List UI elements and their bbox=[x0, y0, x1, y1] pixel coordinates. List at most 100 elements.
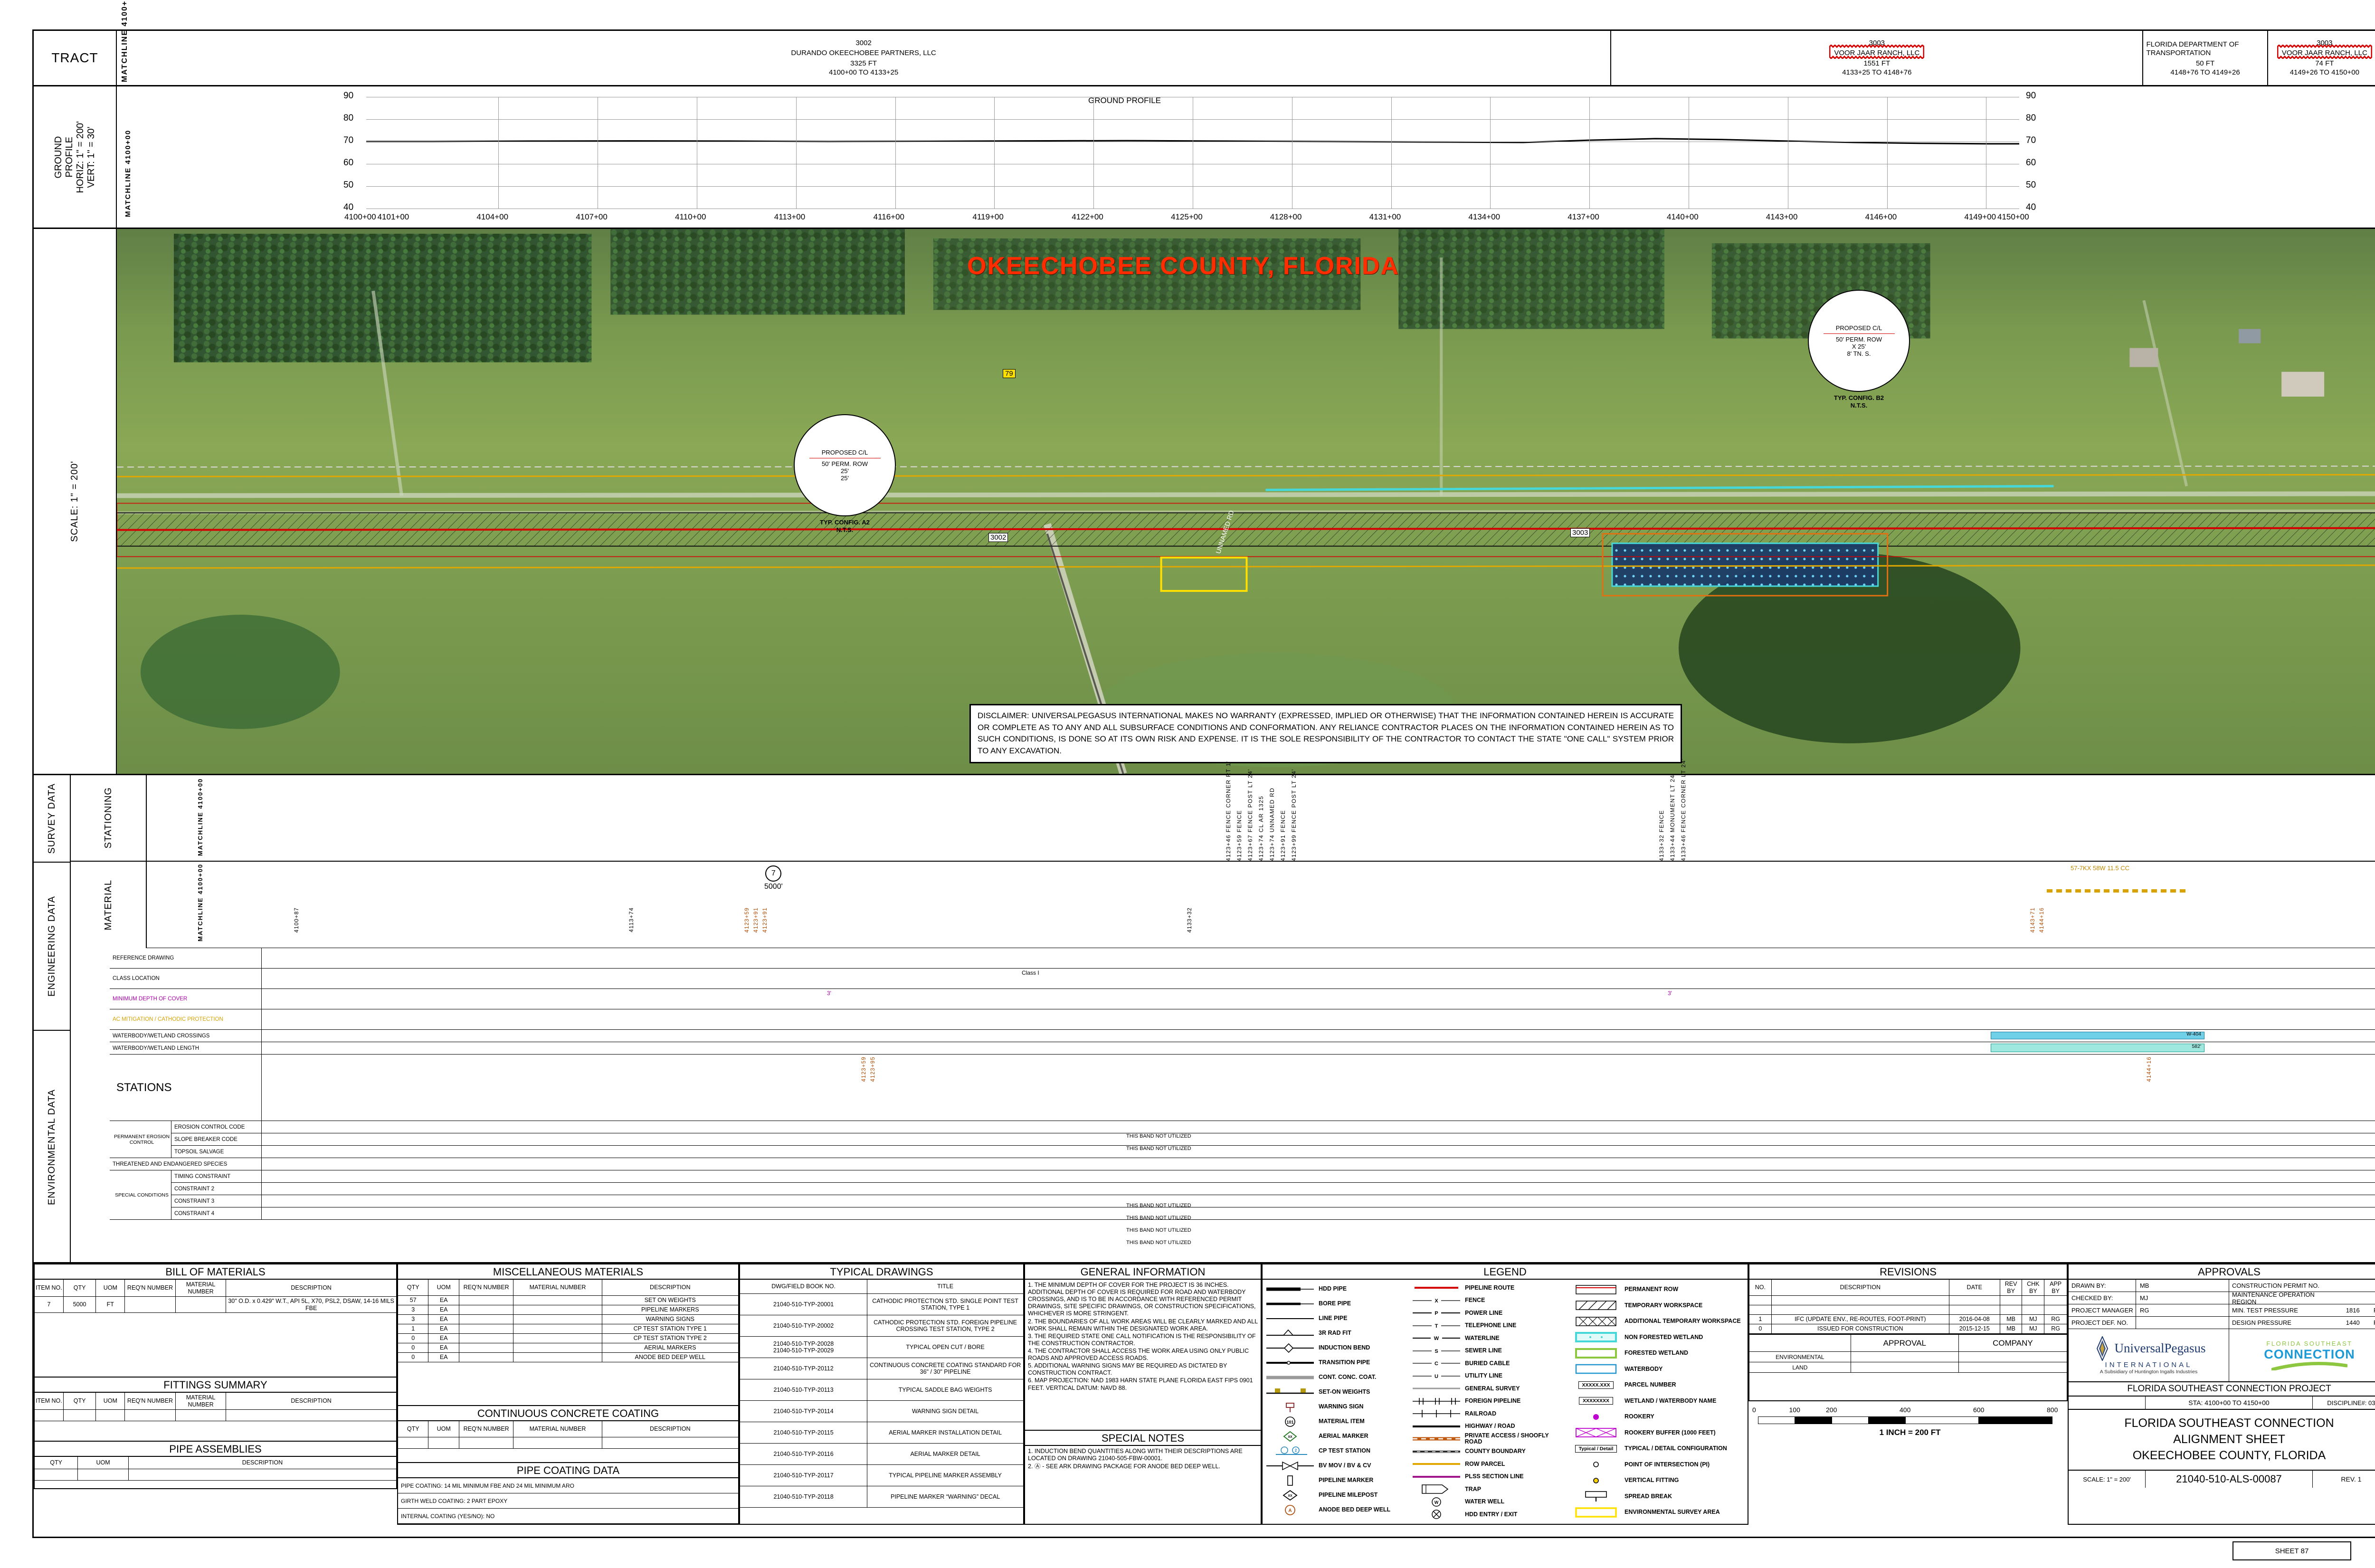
scale-bar-tick: 100 bbox=[1789, 1406, 1800, 1414]
svg-text:2: 2 bbox=[1295, 1448, 1297, 1453]
legend-label: CONT. CONC. COAT. bbox=[1319, 1373, 1377, 1380]
tract-length: 74 FT bbox=[2315, 59, 2334, 67]
material-item-callout: 7 5000' bbox=[764, 865, 783, 891]
legend-item: BORE PIPE bbox=[1264, 1296, 1407, 1311]
band-not-utilized-note: THIS BAND NOT UTILIZED bbox=[1126, 1146, 1191, 1151]
railroad-icon bbox=[1411, 1408, 1462, 1419]
legend-item: VERTICAL FITTING bbox=[1570, 1473, 1747, 1489]
profile-y-tick: 40 bbox=[343, 202, 354, 212]
survey-station-entry: 4123+99 FENCE POST LT 24' bbox=[1291, 769, 1297, 861]
legend-item: RAILROAD bbox=[1411, 1407, 1568, 1420]
table-cell: 21040-510-TYP-20028 21040-510-TYP-20029 bbox=[740, 1337, 868, 1358]
spec-field-value[interactable] bbox=[2338, 1292, 2367, 1304]
engineering-station: 4133+32 bbox=[1187, 907, 1193, 933]
survey-station-entry: 4123+74 CL AR 1325 bbox=[1258, 795, 1264, 861]
general-survey-icon bbox=[1411, 1383, 1462, 1394]
legend-item: ROW PARCEL bbox=[1411, 1458, 1568, 1471]
legend-label: WATERLINE bbox=[1465, 1334, 1500, 1341]
column-header: MATERIAL NUMBER bbox=[175, 1280, 227, 1297]
approval-field-value[interactable]: MB bbox=[2136, 1280, 2229, 1292]
table-cell bbox=[459, 1315, 514, 1324]
typical-config-b2-caption: TYP. CONFIG. B2 N.T.S. bbox=[1834, 394, 1884, 409]
special-condition-values bbox=[262, 1170, 2375, 1183]
aerial-marker-icon: XX bbox=[1264, 1431, 1316, 1442]
table-cell: PIPELINE MARKERS bbox=[602, 1305, 738, 1315]
spec-field-value[interactable]: 1440 bbox=[2346, 1319, 2360, 1326]
legend-label: HDD ENTRY / EXIT bbox=[1465, 1511, 1518, 1518]
environmental-station: 4144+16 bbox=[2147, 1056, 2152, 1082]
spec-field-value[interactable]: 1816 bbox=[2346, 1307, 2360, 1314]
table-cell: CP TEST STATION TYPE 2 bbox=[602, 1334, 738, 1343]
pipe-coating-data-table: PIPE COATING DATA PIPE COATING: 14 MIL M… bbox=[397, 1463, 739, 1525]
legend-item: TEMPORARY WORKSPACE bbox=[1570, 1298, 1747, 1314]
table-cell bbox=[78, 1469, 129, 1481]
approval-signature-cell[interactable] bbox=[1851, 1362, 1959, 1373]
approval-field-value[interactable]: MJ bbox=[2136, 1292, 2229, 1304]
legend-label: LINE PIPE bbox=[1319, 1314, 1348, 1321]
universalpegasus-logo: UniversalPegasus INTERNATIONAL A Subsidi… bbox=[2069, 1329, 2229, 1381]
legend-item: ROOKERY BUFFER (1000 FEET) bbox=[1570, 1425, 1747, 1441]
drawing-title-block: FLORIDA SOUTHEAST CONNECTION ALIGNMENT S… bbox=[2069, 1410, 2375, 1471]
cathodic-protection-line bbox=[2047, 889, 2189, 893]
profile-y-tick: 70 bbox=[2026, 135, 2036, 145]
survey-station-entry: 4133+44 MONUMENT LT 24' bbox=[1669, 773, 1676, 861]
table-cell bbox=[513, 1353, 602, 1362]
general-note: 5. ADDITIONAL WARNING SIGNS MAY BE REQUI… bbox=[1028, 1362, 1227, 1377]
legend-label: TEMPORARY WORKSPACE bbox=[1624, 1302, 1703, 1309]
table-cell bbox=[226, 1410, 396, 1421]
legend-item: INDUCTION BEND bbox=[1264, 1340, 1407, 1355]
engineering-station: 4113+74 bbox=[629, 907, 635, 932]
universalpegasus-international: INTERNATIONAL bbox=[2105, 1360, 2193, 1369]
approval-row-label: ENVIRONMENTAL bbox=[1749, 1352, 1851, 1362]
spec-field-value[interactable] bbox=[2338, 1280, 2367, 1292]
approval-signature-cell[interactable] bbox=[1851, 1352, 1959, 1362]
table-cell: 21040-510-TYP-20113 bbox=[740, 1379, 868, 1401]
company-signature-cell[interactable] bbox=[1958, 1362, 2067, 1373]
special-notes-table: SPECIAL NOTES 1. INDUCTION BEND QUANTITI… bbox=[1024, 1431, 1262, 1525]
table-cell bbox=[428, 1437, 459, 1449]
utility-line-icon: U bbox=[1411, 1371, 1462, 1381]
profile-x-tick: 4125+00 bbox=[1171, 212, 1203, 221]
legend-title: LEGEND bbox=[1263, 1264, 1748, 1280]
svg-text:U: U bbox=[1434, 1374, 1438, 1379]
wetland-length-band: 582' bbox=[1991, 1044, 2204, 1052]
logo-row: UniversalPegasus INTERNATIONAL A Subsidi… bbox=[2069, 1329, 2375, 1382]
pipe-coating-data-body: PIPE COATING: 14 MIL MINIMUM FBE AND 24 … bbox=[398, 1478, 738, 1524]
tract-length: 1551 FT bbox=[1863, 59, 1890, 67]
table-cell: 2015-12-15 bbox=[1949, 1324, 2000, 1334]
hdd-pipe-icon bbox=[1264, 1284, 1316, 1294]
approval-field-value[interactable] bbox=[2136, 1317, 2229, 1329]
pipe-coating-line: INTERNAL COATING (YES/NO): NO bbox=[398, 1509, 738, 1524]
matchline-left-survey: MATCHLINE 4100+00 bbox=[197, 778, 204, 856]
table-cell: 1 bbox=[1749, 1315, 1772, 1324]
matchline-left-tract: MATCHLINE 4100+00 bbox=[121, 0, 129, 82]
legend-label: TRANSITION PIPE bbox=[1319, 1359, 1370, 1366]
legend-label: WETLAND / WATERBODY NAME bbox=[1624, 1397, 1717, 1404]
legend-label: FOREIGN PIPELINE bbox=[1465, 1397, 1521, 1405]
pipe-coating-line: GIRTH WELD COATING: 2 PART EPOXY bbox=[398, 1493, 738, 1509]
approval-field-label: PROJECT DEF. NO. bbox=[2069, 1317, 2136, 1329]
table-cell: ISSUED FOR CONSTRUCTION bbox=[1771, 1324, 1949, 1334]
legend-label: SEWER LINE bbox=[1465, 1347, 1502, 1354]
table-row bbox=[1749, 1296, 2067, 1305]
sewer-line-icon: S bbox=[1411, 1346, 1462, 1356]
approval-detail-row: PROJECT DEF. NO.DESIGN PRESSURE1440PSI bbox=[2069, 1317, 2375, 1329]
table-cell: CONTINUOUS CONCRETE COATING STANDARD FOR… bbox=[867, 1358, 1023, 1379]
company-signature-cell[interactable] bbox=[1958, 1352, 2067, 1362]
approval-field-value[interactable]: RG bbox=[2136, 1304, 2229, 1316]
county-boundary-icon bbox=[1411, 1446, 1462, 1457]
